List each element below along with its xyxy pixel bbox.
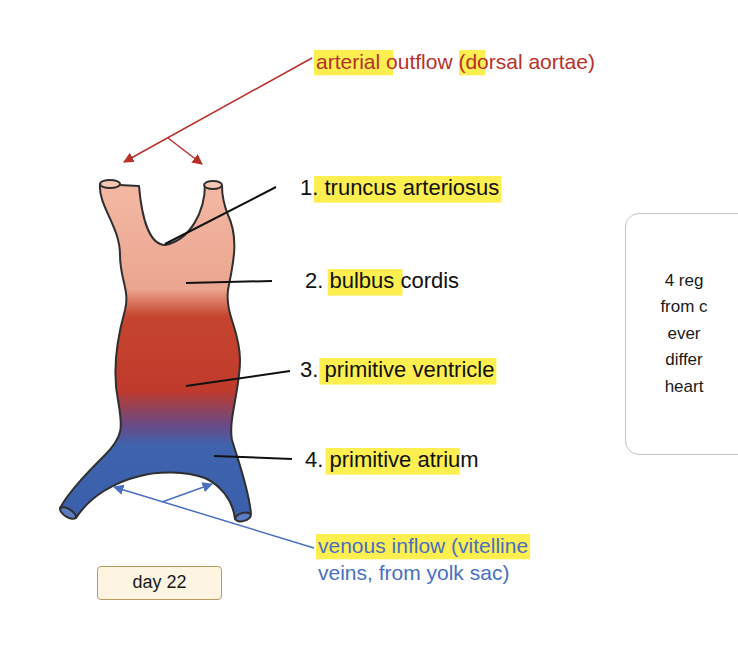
- vein-opening: [58, 505, 78, 521]
- callout-number: 2. bulbus cordis: [305, 267, 459, 296]
- callout-number: 1. truncus arteriosus: [300, 174, 499, 203]
- note-box: 4 reg from c ever differ heart: [625, 213, 738, 455]
- day-label: day 22: [132, 572, 186, 594]
- vein-opening: [234, 511, 252, 523]
- heart-tube: [60, 184, 251, 519]
- callout-number: 3. primitive ventricle: [300, 356, 494, 385]
- region-callout: venous inflow (vitelline veins, from yol…: [318, 532, 573, 587]
- callout-number: 4. primitive atrium: [305, 446, 479, 475]
- horn-opening: [100, 180, 120, 188]
- region-callout: arterial outflow (dorsal aortae): [316, 48, 595, 75]
- note-text: 4 reg from c ever differ heart: [648, 268, 720, 400]
- day-badge: day 22: [97, 566, 222, 600]
- horn-opening: [204, 181, 222, 189]
- outflow-arrows: [124, 58, 312, 164]
- leader-lines: [165, 187, 292, 459]
- inflow-arrows: [114, 484, 314, 548]
